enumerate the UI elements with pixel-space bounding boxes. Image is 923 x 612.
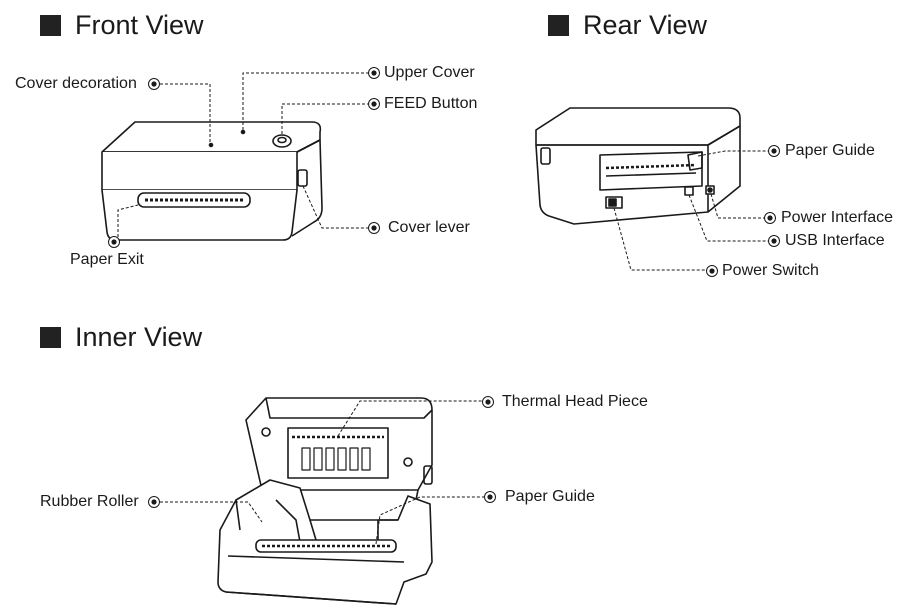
rear-view-title: Rear View: [548, 10, 707, 41]
label-rear-paper-guide: Paper Guide: [785, 142, 875, 159]
label-feed-button: FEED Button: [384, 95, 478, 112]
target-dot-icon: [484, 491, 496, 503]
target-dot-icon: [148, 78, 160, 90]
target-dot-icon: [148, 496, 160, 508]
label-rubber-roller: Rubber Roller: [40, 493, 139, 510]
front-view-title-text: Front View: [75, 10, 204, 40]
target-dot-icon: [768, 235, 780, 247]
inner-view-title: Inner View: [40, 322, 202, 353]
front-view-title: Front View: [40, 10, 204, 41]
inner-printer-drawing: [217, 397, 433, 605]
target-dot-icon: [368, 98, 380, 110]
target-dot-icon: [482, 396, 494, 408]
rear-leader-lines: [613, 150, 773, 271]
inner-view-title-text: Inner View: [75, 322, 203, 352]
target-dot-icon: [108, 236, 120, 248]
target-dot-icon: [706, 265, 718, 277]
front-leader-lines: [117, 72, 374, 237]
label-usb-interface: USB Interface: [785, 232, 885, 249]
label-cover-decoration: Cover decoration: [15, 75, 137, 92]
rear-view-title-text: Rear View: [583, 10, 708, 40]
title-square-icon: [40, 327, 61, 348]
rear-printer-drawing: [535, 107, 741, 225]
label-inner-paper-guide: Paper Guide: [505, 488, 595, 505]
front-printer-drawing: [101, 121, 323, 241]
label-upper-cover: Upper Cover: [384, 64, 475, 81]
label-paper-exit: Paper Exit: [70, 251, 144, 268]
target-dot-icon: [768, 145, 780, 157]
target-dot-icon: [764, 212, 776, 224]
inner-leader-lines: [160, 400, 484, 545]
target-dot-icon: [368, 222, 380, 234]
rear-markers: [706, 145, 780, 277]
title-square-icon: [548, 15, 569, 36]
label-power-switch: Power Switch: [722, 262, 819, 279]
title-square-icon: [40, 15, 61, 36]
label-cover-lever: Cover lever: [388, 219, 470, 236]
label-thermal-head-piece: Thermal Head Piece: [502, 393, 648, 410]
target-dot-icon: [368, 67, 380, 79]
label-power-interface: Power Interface: [781, 209, 894, 226]
